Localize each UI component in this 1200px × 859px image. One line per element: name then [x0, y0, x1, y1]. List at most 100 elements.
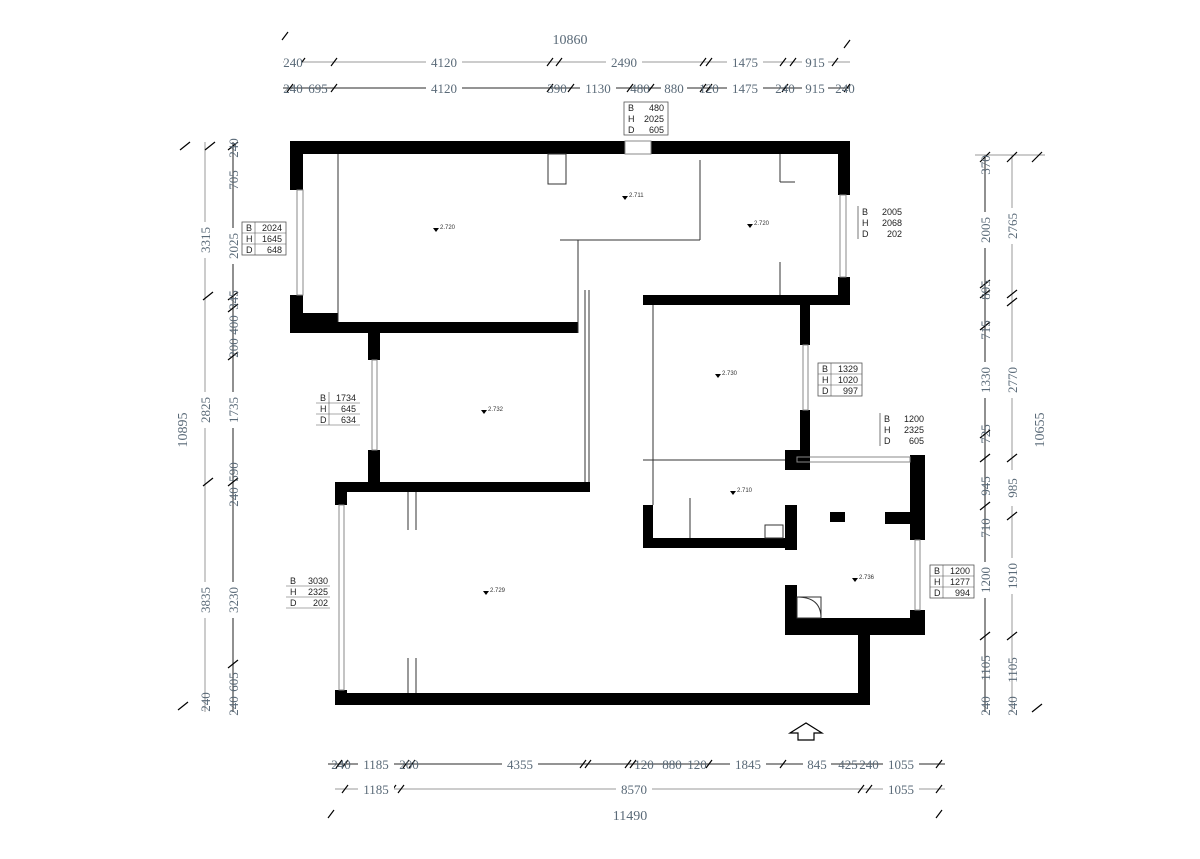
label: H: [628, 114, 635, 124]
label: B: [934, 566, 940, 576]
dim: 400: [226, 315, 241, 335]
label: B: [628, 103, 634, 113]
dim: 2490: [611, 55, 637, 70]
label: 1329: [838, 364, 858, 374]
dim: 605: [226, 672, 241, 692]
dim: 240: [331, 757, 351, 772]
label: 2.720: [440, 225, 456, 231]
window-table: B 1734 H 645 D 634: [316, 392, 360, 426]
label: H: [934, 577, 941, 587]
elevation-markers: 2.720 2.711 2.720 2.732 2.730 2.710 2.73…: [433, 193, 875, 595]
dim: 1105: [1005, 657, 1020, 683]
label: B: [862, 207, 868, 217]
dim: 240: [835, 81, 855, 96]
dim: 4120: [431, 55, 457, 70]
dim: 390: [547, 81, 567, 96]
label: B: [290, 576, 296, 586]
dim: 2025: [226, 233, 241, 259]
label: 1020: [838, 375, 858, 385]
label: 1200: [950, 566, 970, 576]
label: D: [862, 229, 869, 239]
dim: 1910: [1005, 563, 1020, 589]
elevation-marker: 2.711: [622, 193, 644, 200]
label: 2325: [308, 587, 328, 597]
label: D: [884, 436, 891, 446]
dim: 915: [805, 81, 825, 96]
label: 2.711: [629, 193, 644, 199]
dim: 120: [699, 81, 719, 96]
dim: 985: [1005, 478, 1020, 498]
dim: 3230: [226, 587, 241, 613]
label: 2005: [882, 207, 902, 217]
dim: 1475: [732, 81, 758, 96]
dim: 480: [630, 81, 650, 96]
dim: 1130: [585, 81, 611, 96]
dim: 880: [662, 757, 682, 772]
window-table: B 1329 H 1020 D 997: [817, 362, 863, 397]
label: H: [884, 425, 891, 435]
label: 634: [341, 415, 356, 425]
dim: 2765: [1005, 213, 1020, 239]
dim: 240: [978, 696, 993, 716]
dim: 895: [978, 280, 993, 300]
dim: 1055: [888, 782, 914, 797]
dim: 915: [805, 55, 825, 70]
dim: 1185: [363, 782, 389, 797]
label: 3030: [308, 576, 328, 586]
label: 2.720: [754, 221, 770, 227]
dim: 240: [1005, 696, 1020, 716]
dim: 240: [283, 81, 303, 96]
bottom-dimensions: 240 1185 200 4355 120 880 120 1845 845 4…: [327, 756, 945, 824]
label: D: [934, 588, 941, 598]
left-dimensions: 10895 3315 2825 3835 240 240 705 2025 34…: [176, 138, 241, 716]
label: B: [884, 414, 890, 424]
dim: 715: [978, 320, 993, 340]
dim: 3315: [198, 227, 213, 253]
dim: 240: [226, 138, 241, 158]
elevation-marker: 2.730: [715, 371, 738, 378]
right-dimensions: 10655 2765 2770 985 1910 1105 240 370 20…: [975, 151, 1048, 716]
dim: 4120: [431, 81, 457, 96]
label: H: [320, 404, 327, 414]
top-dimensions: 10860 240 4120 2490 1475 915 240 695 412…: [281, 31, 855, 96]
label: D: [320, 415, 327, 425]
label: 2.730: [722, 371, 738, 377]
label: D: [822, 386, 829, 396]
dim: 710: [978, 518, 993, 538]
label: 2.732: [488, 407, 504, 413]
dim: 945: [978, 476, 993, 496]
label: 1734: [336, 393, 356, 403]
interior-lines: [337, 153, 822, 693]
label: 1277: [950, 577, 970, 587]
label: B: [822, 364, 828, 374]
label: 605: [649, 125, 664, 135]
dim: 345: [226, 290, 241, 310]
label: H: [246, 234, 253, 244]
label: B: [320, 393, 326, 403]
label: 2325: [904, 425, 924, 435]
dim: 1185: [363, 757, 389, 772]
label: D: [628, 125, 635, 135]
label: 645: [341, 404, 356, 414]
arrow-up-icon: [787, 722, 825, 741]
label: 997: [843, 386, 858, 396]
dim: 2770: [1005, 367, 1020, 393]
label: 648: [267, 245, 282, 255]
dim: 2005: [978, 217, 993, 243]
dim: 1845: [735, 757, 761, 772]
dim: 120: [634, 757, 654, 772]
label: 480: [649, 103, 664, 113]
elevation-marker: 2.729: [483, 588, 506, 595]
label: H: [822, 375, 829, 385]
label: 1200: [904, 414, 924, 424]
dim: 1200: [978, 567, 993, 593]
dim: 1735: [226, 397, 241, 423]
bottom-total-dim: 11490: [613, 809, 647, 824]
